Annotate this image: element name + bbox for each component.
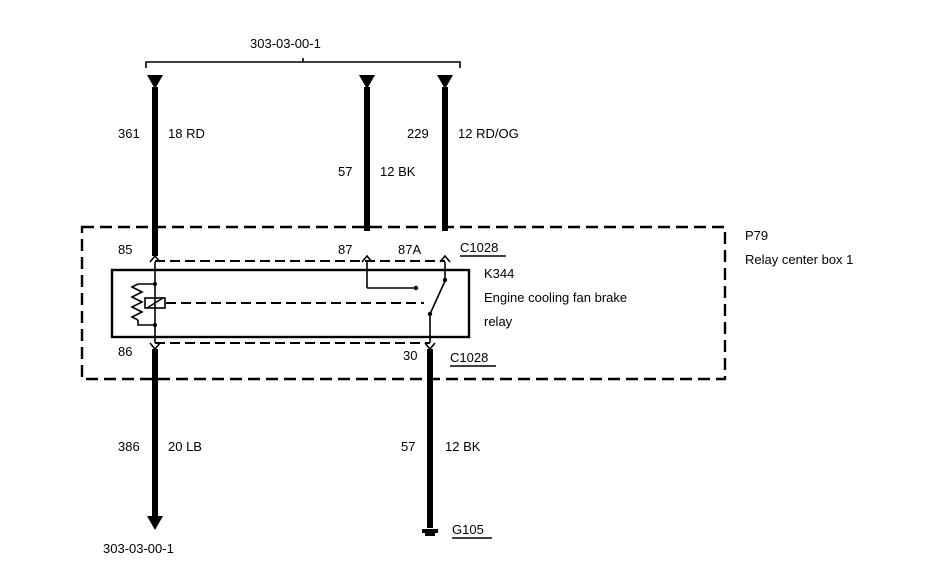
ground-label: G105	[452, 522, 484, 537]
pin-87-label: 87	[338, 242, 352, 257]
wire-229-spec: 12 RD/OG	[458, 126, 519, 141]
relay-center-box-outline	[80, 225, 727, 381]
ground-icon	[422, 529, 438, 536]
connector-c1028-top-label: C1028	[460, 240, 498, 255]
wire-57-top-circuit: 57	[338, 164, 352, 179]
relay-k344-name-line1: Engine cooling fan brake	[484, 290, 627, 305]
pin-85-chevron	[149, 254, 161, 263]
pin-85-label: 85	[118, 242, 132, 257]
wire-229-input-arrow	[437, 75, 453, 89]
pin-86-label: 86	[118, 344, 132, 359]
top-reference-bracket	[145, 58, 461, 68]
wire-386-spec: 20 LB	[168, 439, 202, 454]
connector-c1028-bottom-label: C1028	[450, 350, 488, 365]
relay-center-box-name: Relay center box 1	[745, 252, 853, 267]
wire-386-output-arrow	[147, 516, 163, 530]
wire-386-circuit: 386	[118, 439, 140, 454]
pin-30-label: 30	[403, 348, 417, 363]
wire-361-circuit: 361	[118, 126, 140, 141]
wire-361-spec: 18 RD	[168, 126, 205, 141]
top-reference-label: 303-03-00-1	[250, 36, 321, 51]
wire-57-input-arrow	[359, 75, 375, 89]
relay-coil	[130, 262, 166, 343]
relay-switch	[366, 262, 448, 343]
pin-87a-chevron	[439, 254, 451, 263]
relay-k344-id: K344	[484, 266, 514, 281]
wire-229-circuit: 229	[407, 126, 429, 141]
relay-k344-name-line2: relay	[484, 314, 513, 329]
bottom-reference-label: 303-03-00-1	[103, 541, 174, 556]
relay-center-box-id: P79	[745, 228, 768, 243]
wire-361-input-arrow	[147, 75, 163, 89]
wire-57-top-spec: 12 BK	[380, 164, 416, 179]
relay-k344-body	[110, 268, 471, 339]
pin-87-chevron	[361, 254, 373, 263]
wire-57-bottom-spec: 12 BK	[445, 439, 481, 454]
pin-87a-label: 87A	[398, 242, 421, 257]
wire-57-bottom-circuit: 57	[401, 439, 415, 454]
